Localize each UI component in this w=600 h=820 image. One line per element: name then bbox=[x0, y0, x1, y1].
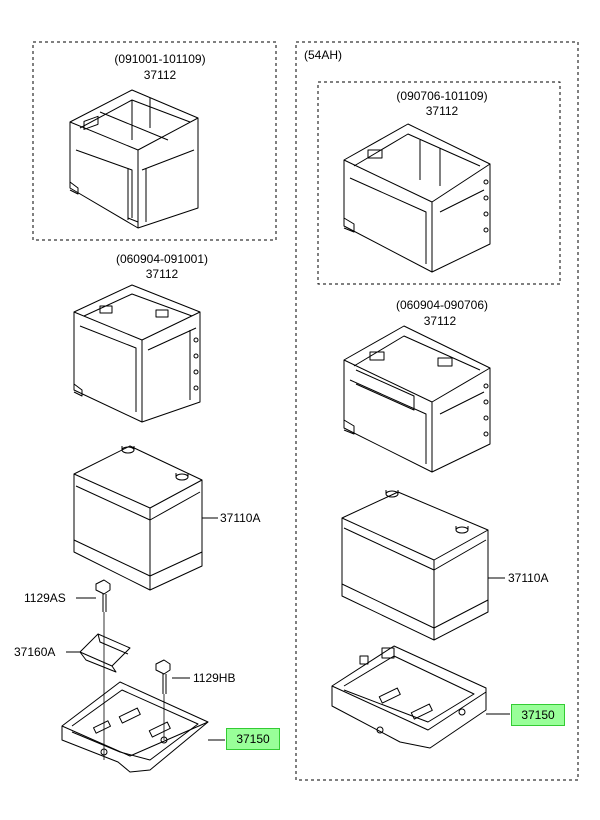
right-group-frame bbox=[295, 41, 579, 781]
left-battery-tray bbox=[73, 284, 201, 423]
right-battery-tray bbox=[343, 325, 491, 473]
clamp-37160a-label: 37160A bbox=[14, 645, 56, 659]
right-variant-label: (54AH) bbox=[304, 48, 343, 62]
left-box-part-label: 37112 bbox=[143, 68, 177, 82]
right-tray-range-label: (060904-090706) bbox=[395, 298, 489, 312]
left-bolt-1129as bbox=[76, 579, 111, 760]
right-tray-part-label: 37112 bbox=[423, 314, 457, 328]
right-box-range-label: (090706-101109) bbox=[396, 89, 488, 103]
left-battery-label: 37110A bbox=[220, 511, 261, 525]
right-battery bbox=[341, 490, 505, 641]
left-battery bbox=[73, 445, 218, 591]
left-tray-range-label: (060904-091001) bbox=[115, 252, 209, 266]
right-battery-label: 37110A bbox=[508, 571, 549, 585]
left-bracket-37150 bbox=[61, 681, 225, 773]
bolt-1129hb-label: 1129HB bbox=[193, 671, 236, 685]
left-battery-box bbox=[69, 89, 199, 229]
bolt-1129as-label: 1129AS bbox=[24, 591, 66, 605]
right-upper-frame bbox=[317, 81, 561, 285]
left-bracket-part-link[interactable]: 37150 bbox=[226, 728, 280, 750]
left-tray-part-label: 37112 bbox=[145, 267, 179, 281]
left-box-range-label: (091001-101109) bbox=[114, 52, 206, 66]
left-upper-frame bbox=[32, 41, 277, 241]
right-battery-box bbox=[343, 123, 491, 273]
left-clamp-37160a bbox=[66, 633, 131, 673]
right-bracket-part-link[interactable]: 37150 bbox=[511, 704, 565, 726]
right-box-part-label: 37112 bbox=[425, 104, 459, 118]
right-bracket-37150 bbox=[331, 645, 510, 749]
left-bolt-1129hb bbox=[155, 659, 190, 740]
